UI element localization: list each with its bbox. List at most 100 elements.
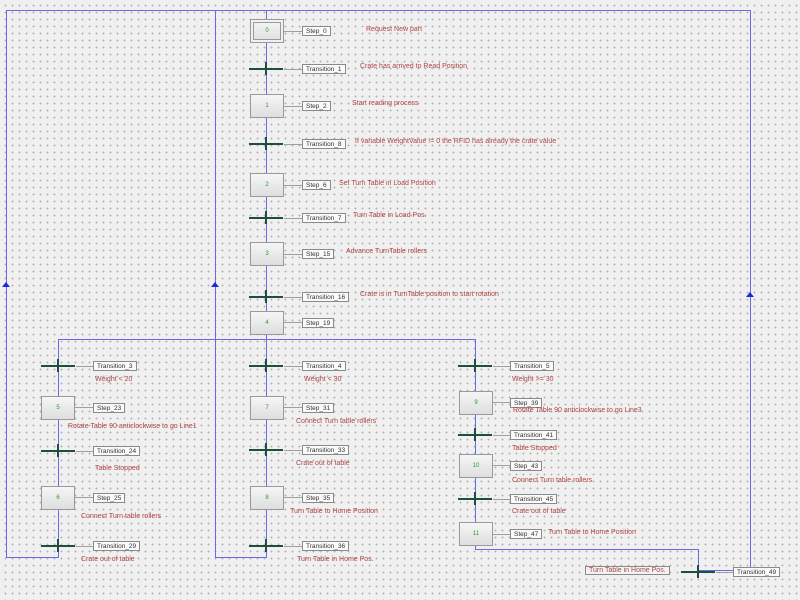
transition-comment: Table Stopped [95, 465, 140, 472]
step-comment: Start reading process [352, 100, 419, 107]
step-name-tag[interactable]: Step_23 [93, 403, 126, 413]
transition-8[interactable] [249, 137, 283, 150]
transition-comment: Weight < 20 [95, 376, 133, 383]
step-9[interactable]: 9 [459, 391, 493, 415]
connector [75, 497, 93, 498]
transition-name-tag[interactable]: Transition_4 [302, 361, 346, 371]
transition-name-tag[interactable]: Transition_45 [510, 494, 558, 504]
connector [284, 144, 302, 145]
transition-name-tag[interactable]: Transition_8 [302, 139, 346, 149]
transition-comment: Crate is in TurnTable position to start … [360, 291, 499, 298]
step-5[interactable]: 5 [41, 396, 75, 420]
step-comment: Turn Table to Home Position [290, 508, 378, 515]
top-return-link [6, 10, 750, 11]
transition-7[interactable] [249, 211, 283, 224]
connector [76, 546, 94, 547]
connector [493, 499, 511, 500]
connector [493, 534, 511, 535]
arrow-up-icon [211, 282, 219, 287]
step-2[interactable]: 2 [250, 173, 284, 197]
transition-33[interactable] [249, 443, 283, 456]
branch-right-link [475, 339, 476, 550]
step-1[interactable]: 1 [250, 94, 284, 118]
transition-36[interactable] [249, 539, 283, 552]
right-return-link [750, 10, 751, 570]
transition-name-tag[interactable]: Transition_24 [93, 446, 141, 456]
transition-name-tag[interactable]: Transition_1 [302, 64, 346, 74]
connector [284, 407, 302, 408]
transition-comment: Weight >= 30 [512, 376, 554, 383]
transition-name-tag[interactable]: Transition_3 [93, 361, 137, 371]
step-name-tag[interactable]: Step_43 [510, 461, 543, 471]
connector [75, 407, 93, 408]
transition-4[interactable] [249, 359, 283, 372]
transition-comment: Weight < 30 [304, 376, 342, 383]
step-10[interactable]: 10 [459, 454, 493, 478]
step-name-tag[interactable]: Step_35 [302, 493, 335, 503]
step-name-tag[interactable]: Step_39 [510, 398, 543, 408]
connector [76, 366, 94, 367]
step-name-tag[interactable]: Step_0 [302, 26, 331, 36]
step-comment: Rotate Table 90 anticlockwise to go Line… [513, 407, 642, 414]
step-0[interactable]: 0 [250, 19, 284, 43]
step-name-tag[interactable]: Step_25 [93, 493, 126, 503]
transition-41[interactable] [458, 428, 492, 441]
step-4[interactable]: 4 [250, 311, 284, 335]
step-comment: Advance TurnTable rollers [346, 248, 427, 255]
transition-name-tag[interactable]: Transition_49 [733, 567, 781, 577]
connector [493, 366, 511, 367]
step-name-tag[interactable]: Step_15 [302, 249, 335, 259]
transition-49[interactable] [681, 565, 715, 578]
transition-name-tag[interactable]: Transition_29 [93, 541, 141, 551]
connector [284, 185, 302, 186]
step-6[interactable]: 6 [41, 486, 75, 510]
transition-16[interactable] [249, 290, 283, 303]
transition-45[interactable] [458, 492, 492, 505]
main-sequence-link [266, 10, 267, 558]
transition-name-tag[interactable]: Transition_33 [302, 445, 350, 455]
arrow-up-icon [746, 292, 754, 297]
step-name-tag[interactable]: Step_2 [302, 101, 331, 111]
transition-comment-boxed: Turn Table in Home Pos. [585, 566, 670, 575]
step-name-tag[interactable]: Step_47 [510, 529, 543, 539]
transition-comment: Crate has arrived to Read Position [360, 63, 467, 70]
left-return-bottom-link [6, 557, 58, 558]
transition-24[interactable] [41, 444, 75, 457]
step-comment: Set Turn Table in Load Position [339, 180, 436, 187]
connector [493, 465, 511, 466]
step-3[interactable]: 3 [250, 242, 284, 266]
step-8[interactable]: 8 [250, 486, 284, 510]
step-comment: Rotate Table 90 anticlockwise to go Line… [68, 423, 197, 430]
transition-name-tag[interactable]: Transition_5 [510, 361, 554, 371]
transition-name-tag[interactable]: Transition_16 [302, 292, 350, 302]
divergence-link [58, 339, 476, 340]
transition-comment: If variable WeightValue != 0 the RFID ha… [355, 138, 557, 145]
connector [284, 297, 302, 298]
connector [284, 497, 302, 498]
connector [284, 254, 302, 255]
connector [284, 69, 302, 70]
transition-comment: Turn Table in Home Pos. [297, 556, 374, 563]
transition-name-tag[interactable]: Transition_7 [302, 213, 346, 223]
step-name-tag[interactable]: Step_6 [302, 180, 331, 190]
transition-3[interactable] [41, 359, 75, 372]
transition-comment: Table Stopped [512, 445, 557, 452]
mid-return-bottom-link [215, 557, 267, 558]
connector [284, 450, 302, 451]
transition-comment: Turn Table in Load Pos. [353, 212, 427, 219]
connector [284, 31, 302, 32]
step-7[interactable]: 7 [250, 396, 284, 420]
step-name-tag[interactable]: Step_19 [302, 318, 335, 328]
transition-name-tag[interactable]: Transition_41 [510, 430, 558, 440]
connector [284, 218, 302, 219]
transition-29[interactable] [41, 539, 75, 552]
connector [716, 572, 734, 573]
step-11[interactable]: 11 [459, 522, 493, 546]
connector [284, 546, 302, 547]
transition-name-tag[interactable]: Transition_36 [302, 541, 350, 551]
step-name-tag[interactable]: Step_31 [302, 403, 335, 413]
connector [493, 402, 511, 403]
transition-5[interactable] [458, 359, 492, 372]
transition-1[interactable] [249, 62, 283, 75]
